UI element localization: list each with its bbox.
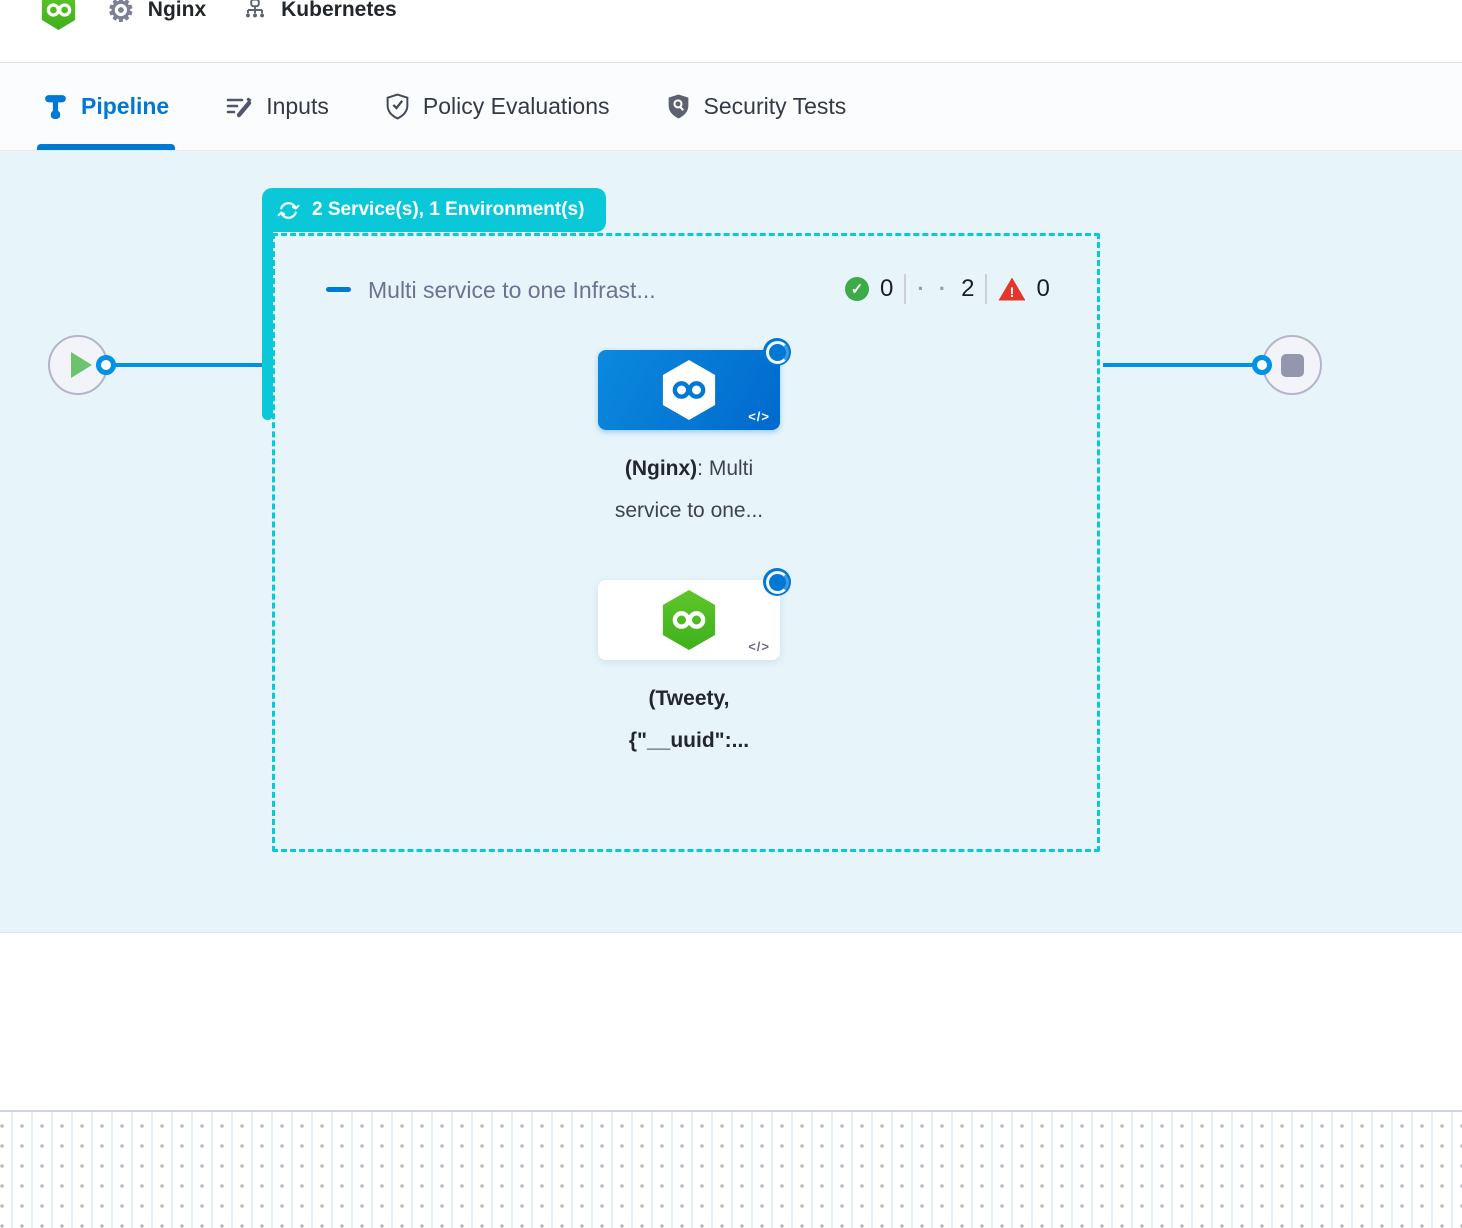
count-divider: [904, 274, 907, 304]
connector-dot-right: [1252, 355, 1272, 375]
environment-crumb-label: Kubernetes: [281, 0, 397, 21]
running-status-badge: [763, 568, 791, 596]
tab-pipeline-label: Pipeline: [81, 93, 170, 119]
stage-status-counts: ✓ 0 · · 2 ! 0: [845, 274, 1050, 304]
node-name-line2: {"__uuid":...: [628, 729, 750, 752]
stage-node-tweety[interactable]: </>: [598, 580, 780, 660]
running-count: 2: [961, 275, 975, 302]
node-name-rest: : Multi: [697, 457, 754, 480]
tab-inputs[interactable]: Inputs: [219, 63, 335, 150]
execution-info-bar: Multi service to one Infrastructures_0 S…: [0, 932, 1462, 1110]
pipeline-icon: [43, 93, 68, 120]
node-name-bold: (Nginx): [624, 457, 698, 480]
node-name-line2: service to one...: [614, 499, 764, 522]
success-count: 0: [880, 275, 894, 302]
stage-group-box: [272, 233, 1100, 852]
environment-crumb[interactable]: Kubernetes: [242, 0, 397, 23]
tab-bar: Pipeline Inputs Policy Evaluations: [0, 63, 1462, 151]
service-crumb[interactable]: ⚙ Nginx: [91, 0, 206, 26]
shield-scan-icon: [666, 93, 691, 120]
stage-node-nginx-label: (Nginx): Multi service to one...: [549, 448, 829, 532]
stage-title[interactable]: Multi service to one Infrast...: [368, 277, 656, 303]
inputs-icon: [225, 94, 253, 120]
header-bar: ⚙ Nginx Kubernetes: [0, 0, 1462, 63]
tab-security-tests[interactable]: Security Tests: [660, 63, 853, 150]
stage-node-tweety-label: (Tweety, {"__uuid":...: [549, 678, 829, 762]
collapse-stage-icon[interactable]: [326, 287, 351, 292]
node-name-line1: (Tweety,: [648, 687, 730, 710]
matrix-badge[interactable]: 2 Service(s), 1 Environment(s): [262, 188, 607, 232]
stage-selected-bar: [262, 228, 273, 420]
environment-icon: [242, 0, 268, 23]
pipeline-canvas: 2 Service(s), 1 Environment(s) Multi ser…: [0, 151, 1462, 932]
console-grid-area: [0, 1110, 1462, 1228]
connector-dot-left: [96, 355, 116, 375]
running-status-badge: [763, 338, 791, 366]
count-divider: [985, 274, 988, 304]
stop-icon: [1280, 353, 1304, 377]
success-icon: ✓: [845, 277, 869, 301]
connector-line-right: [1103, 363, 1255, 367]
harness-service-logo-icon: [41, 0, 76, 30]
gear-icon: ⚙: [107, 0, 135, 28]
failed-count: 0: [1036, 275, 1050, 302]
tab-policy-evaluations[interactable]: Policy Evaluations: [379, 63, 616, 150]
tab-security-tests-label: Security Tests: [703, 93, 847, 119]
code-icon: </>: [748, 639, 770, 654]
stage-node-nginx[interactable]: </>: [598, 350, 780, 430]
tab-policy-evaluations-label: Policy Evaluations: [422, 93, 610, 119]
connector-line-left: [110, 363, 265, 367]
running-icon: · ·: [917, 276, 951, 301]
code-icon: </>: [748, 409, 770, 424]
matrix-badge-label: 2 Service(s), 1 Environment(s): [312, 199, 585, 220]
breadcrumb: ⚙ Nginx Kubernetes: [40, 0, 397, 32]
service-crumb-label: Nginx: [147, 0, 207, 21]
shield-check-icon: [385, 93, 410, 120]
tab-pipeline[interactable]: Pipeline: [37, 63, 176, 150]
sync-icon: [276, 198, 301, 223]
tab-inputs-label: Inputs: [266, 93, 329, 119]
play-icon: [70, 352, 92, 378]
